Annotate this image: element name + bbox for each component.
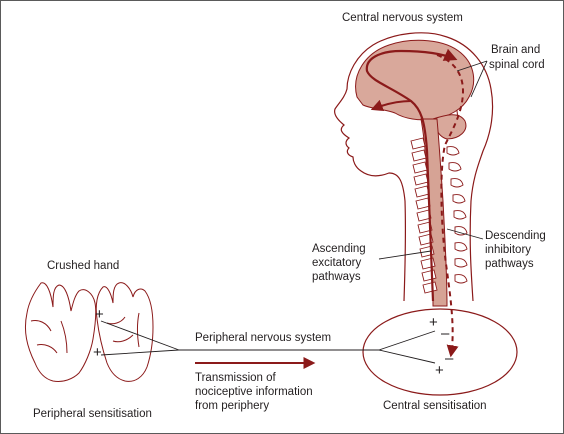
ascending-label-3: pathways — [312, 271, 361, 283]
crushed-hand-label: Crushed hand — [47, 260, 119, 272]
brain-spinal-label-1: Brain and — [491, 44, 540, 56]
connector-lines — [100, 60, 488, 364]
descending-pathway-arrow — [436, 54, 465, 358]
descending-label-1: Descending — [485, 230, 546, 242]
ascending-pathway-arrow — [365, 48, 458, 302]
hand-plus-sign-2: + — [93, 344, 102, 361]
transmission-label-3: from periphery — [195, 400, 269, 412]
central-sensitisation-label: Central sensitisation — [383, 400, 487, 412]
vertebral-column — [410, 137, 468, 294]
crushed-hand-illustration — [24, 282, 154, 382]
hand-plus-sign-1: + — [95, 306, 104, 323]
central-plus-sign-2: + — [435, 362, 444, 379]
transmission-label-1: Transmission of — [195, 372, 277, 384]
transmission-label-2: nociceptive information — [195, 386, 313, 398]
descending-label-3: pathways — [485, 258, 534, 270]
central-minus-sign-2: – — [445, 350, 454, 367]
descending-label-2: inhibitory — [485, 244, 531, 256]
central-minus-sign-1: – — [441, 325, 450, 342]
central-plus-sign-1: + — [429, 314, 438, 331]
brain-spinal-label-2: spinal cord — [489, 59, 545, 71]
cns-title: Central nervous system — [342, 12, 463, 24]
peripheral-sensitisation-label: Peripheral sensitisation — [33, 408, 152, 420]
ascending-label-2: excitatory — [312, 257, 361, 269]
ascending-label-1: Ascending — [312, 243, 366, 255]
pns-label: Peripheral nervous system — [195, 332, 331, 344]
central-sensitisation-ellipse — [362, 308, 518, 396]
ascending-pathway-arrow-2 — [370, 99, 412, 112]
